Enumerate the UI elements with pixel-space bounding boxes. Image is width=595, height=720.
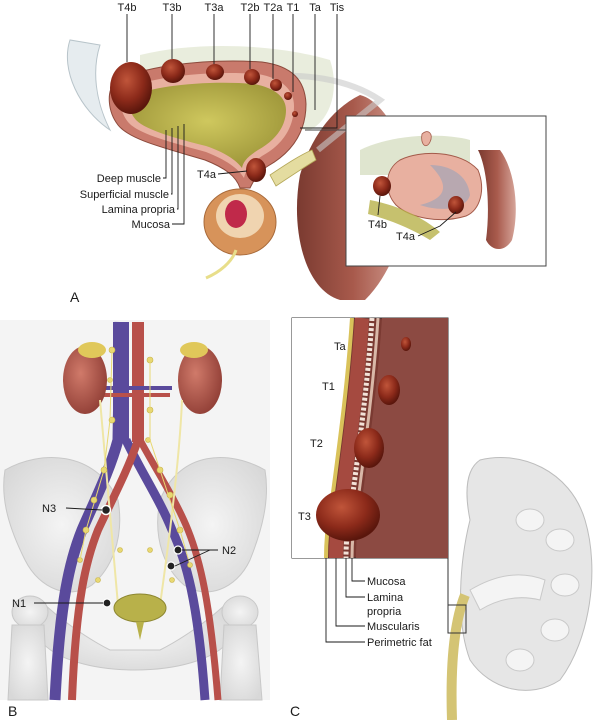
c-tumor-t3 xyxy=(316,489,380,541)
right-femur xyxy=(219,624,263,701)
tumor-t2a xyxy=(270,79,282,91)
label-t3a: T3a xyxy=(205,2,225,14)
label-t1: T1 xyxy=(287,2,300,14)
left-adrenal xyxy=(78,342,106,358)
vena-cava xyxy=(113,322,129,442)
node-n1 xyxy=(102,598,112,608)
label-c-t3: T3 xyxy=(298,511,311,523)
right-adrenal xyxy=(180,342,208,358)
label-c-t1: T1 xyxy=(322,381,335,393)
panel-a-letter: A xyxy=(70,289,80,305)
panel-b-letter: B xyxy=(8,703,17,719)
panel-c: Ta T1 T2 T3 Mucosa Lamina propria Muscul… xyxy=(290,317,593,720)
stage-leaders xyxy=(126,14,338,129)
inset-vesicle-shape xyxy=(368,200,440,240)
zoom-outside xyxy=(292,318,352,558)
inset-tumor-t4a xyxy=(448,196,464,214)
lymph-chain-left xyxy=(79,349,113,561)
tumor-t1 xyxy=(284,92,292,100)
seminal-vesicle-shape xyxy=(269,149,317,187)
ureter-lumen xyxy=(356,318,448,558)
node-n2-lower xyxy=(166,561,176,571)
label-c-ta: Ta xyxy=(334,341,347,353)
inset-tip-shape xyxy=(421,131,432,147)
label-inset-t4a: T4a xyxy=(396,231,416,243)
c-tumor-t1 xyxy=(378,375,400,405)
tumor-t4b xyxy=(110,62,152,114)
left-ureter xyxy=(99,399,119,606)
c-tumor-t2 xyxy=(354,428,384,468)
kidney-calyces xyxy=(505,508,580,672)
renal-pelvis xyxy=(469,574,546,611)
label-c-lamina: Lamina xyxy=(367,592,404,604)
ureter-c xyxy=(446,593,470,720)
label-n2: N2 xyxy=(222,545,236,557)
tumor-t3b xyxy=(161,59,185,83)
label-c-perimetric-fat: Perimetric fat xyxy=(367,637,432,649)
tumor-t4a xyxy=(246,158,266,182)
left-kidney xyxy=(63,346,107,414)
label-tis: Tis xyxy=(330,2,345,14)
bladder-neck xyxy=(136,622,144,640)
label-c-muscularis: Muscularis xyxy=(367,621,420,633)
label-t4b: T4b xyxy=(118,2,137,14)
label-t2a: T2a xyxy=(264,2,284,14)
artery-left xyxy=(68,322,142,701)
node-n3 xyxy=(100,504,112,516)
vein-left xyxy=(49,321,126,701)
inset-rectum-shape xyxy=(478,150,516,249)
right-femoral-head xyxy=(221,595,259,629)
label-n1: N1 xyxy=(12,598,26,610)
urethra-shape xyxy=(205,249,238,280)
urethra-lumen-shape xyxy=(225,200,247,228)
label-t3b: T3b xyxy=(163,2,182,14)
label-mucosa: Mucosa xyxy=(131,219,170,231)
panel-a-inset xyxy=(305,115,547,267)
lymph-chain-right xyxy=(149,360,191,566)
label-c-t2: T2 xyxy=(310,438,323,450)
panel-b: N3 N2 N1 B xyxy=(0,320,270,719)
zoom-box xyxy=(447,604,467,634)
right-kidney xyxy=(178,346,222,414)
panel-c-letter: C xyxy=(290,703,300,719)
label-lamina-propria: Lamina propria xyxy=(102,204,176,216)
label-ta: Ta xyxy=(309,2,322,14)
tumor-t2b xyxy=(244,69,260,85)
lymph-nodes xyxy=(77,346,193,583)
vein-right xyxy=(121,438,210,701)
pelvic-bladder xyxy=(113,593,167,623)
bladder-lumen-shape xyxy=(129,82,286,168)
label-n3: N3 xyxy=(42,503,56,515)
aorta xyxy=(132,322,144,442)
label-t4a: T4a xyxy=(197,169,217,181)
node-n2-upper xyxy=(173,545,183,555)
left-femur xyxy=(7,624,49,701)
right-ureter xyxy=(159,399,183,606)
label-t2b: T2b xyxy=(241,2,260,14)
panel-a: T4b T3b T3a T2b T2a T1 Ta Tis Deep muscl… xyxy=(66,2,547,305)
tumor-ta xyxy=(292,111,298,117)
label-deep-muscle: Deep muscle xyxy=(97,173,161,185)
pubic-bone-shape xyxy=(66,39,112,132)
pubic-arch xyxy=(39,598,231,671)
label-c-mucosa: Mucosa xyxy=(367,576,406,588)
inset-tumor-t4b xyxy=(373,176,391,196)
c-tumor-ta xyxy=(401,337,411,351)
layer-leaders xyxy=(163,124,248,225)
label-superficial-muscle: Superficial muscle xyxy=(80,189,169,201)
label-c-propria: propria xyxy=(367,606,402,618)
label-inset-t4b: T4b xyxy=(368,219,387,231)
tumor-t3a xyxy=(206,64,224,80)
